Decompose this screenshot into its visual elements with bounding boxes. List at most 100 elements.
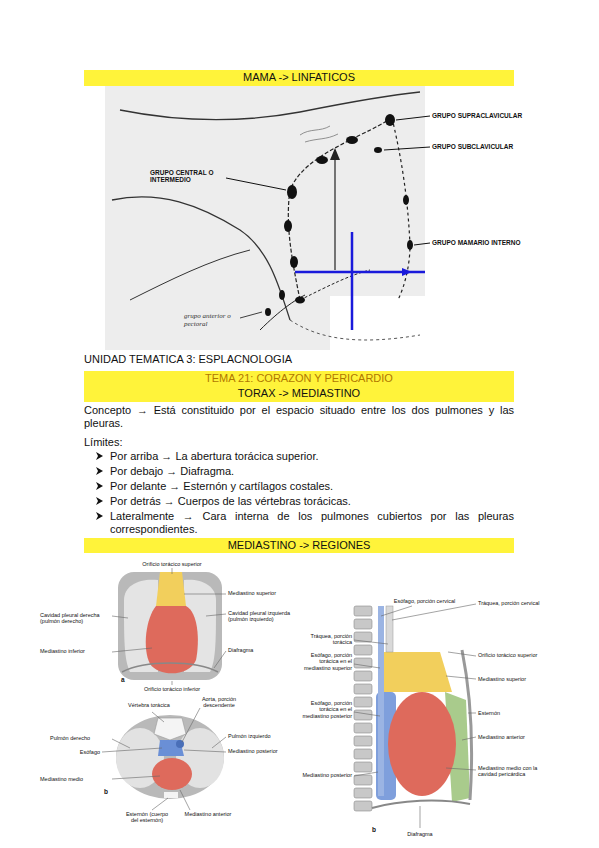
group-label: GRUPO SUBCLAVICULAR <box>432 143 552 150</box>
drawing-shape <box>354 697 372 707</box>
drawing-shape <box>290 256 298 268</box>
drawing-shape <box>316 156 328 164</box>
bullet-text: Por detrás → Cuerpos de las vértebras to… <box>110 495 514 508</box>
drawing-shape <box>279 290 285 300</box>
drawing-shape <box>354 762 372 772</box>
drawing-shape <box>354 775 372 785</box>
drawing-shape <box>206 614 226 616</box>
drawing-shape <box>240 312 262 318</box>
figure-label: Tráquea, porción cervical <box>478 600 558 606</box>
figure-label: Esófago, porción cervical <box>382 598 467 604</box>
drawing-shape <box>354 664 380 668</box>
drawing-shape <box>468 713 476 714</box>
figure-label: Orificio torácico superior <box>137 561 207 567</box>
figure-letter: b <box>372 826 382 833</box>
handwritten-note: grupo anterior o pectoral <box>184 312 242 328</box>
drawing-shape <box>396 116 430 120</box>
unit-heading: UNIDAD TEMATICA 3: ESPLACNOLOGIA <box>84 353 404 366</box>
figure-label: Mediastino medio con la cavidad pericárd… <box>478 765 550 778</box>
drawing-shape <box>354 606 372 616</box>
figure-label: Esternón (cuerpo del esternón) <box>122 811 172 824</box>
drawing-shape <box>120 92 420 120</box>
drawing-shape <box>354 645 372 655</box>
figure-label: Diafragma <box>400 831 440 837</box>
figure-label: Esternón <box>478 710 558 716</box>
band-title: TORAX -> MEDIASTINO <box>238 387 360 400</box>
drawing-shape <box>392 604 476 620</box>
drawing-shape <box>112 776 160 779</box>
drawing-shape <box>96 467 103 475</box>
drawing-shape <box>152 758 192 790</box>
drawing-shape <box>354 736 372 746</box>
drawing-shape <box>354 619 372 629</box>
drawing-shape <box>105 86 425 350</box>
figure-label: Pulmón derecho <box>50 735 110 741</box>
drawing-shape <box>354 772 378 776</box>
drawing-shape <box>265 308 271 316</box>
drawing-shape <box>403 195 409 205</box>
drawing-shape <box>287 185 297 199</box>
drawing-shape <box>446 676 476 679</box>
drawing-shape <box>176 740 184 748</box>
drawing-shape <box>462 737 476 740</box>
drawing-shape <box>96 512 103 520</box>
drawing-shape <box>378 652 452 692</box>
section-band: TEMA 21: CORAZON Y PERICARDIO <box>84 371 514 386</box>
drawing-shape <box>330 296 425 350</box>
drawing-shape <box>112 197 290 320</box>
group-label: GRUPO CENTRAL O INTERMEDIO <box>150 169 222 184</box>
drawing-shape <box>385 114 395 126</box>
drawing-shape <box>414 243 430 245</box>
drawing-shape <box>351 232 354 330</box>
section-band: TORAX -> MEDIASTINO <box>84 386 514 402</box>
drawing-shape <box>152 712 164 722</box>
figure-label: Mediastino anterior <box>178 811 238 817</box>
drawing-shape <box>402 268 412 276</box>
drawing-shape <box>374 147 382 153</box>
drawing-shape <box>112 739 130 748</box>
figure-label: Mediastino posterior <box>300 772 352 778</box>
drawing-shape <box>407 240 413 250</box>
figure-label: Pulmón izquierdo <box>228 733 298 739</box>
bullet-markers <box>96 452 103 520</box>
figure-label: Esófago <box>58 749 100 755</box>
drawing-shape <box>172 681 173 685</box>
drawing-shape <box>260 295 305 330</box>
drawing-shape <box>96 452 103 460</box>
figure-label: Mediastino posterior <box>228 748 298 754</box>
drawing-shape <box>372 801 470 808</box>
drawing-shape <box>388 692 456 796</box>
drawing-shape <box>354 710 372 720</box>
figure-letter: b <box>104 788 114 795</box>
drawing-shape <box>214 651 226 668</box>
drawing-shape <box>112 648 152 652</box>
drawing-shape <box>112 616 128 618</box>
figure-label: Cavidad pleural izquierda (pulmón izquie… <box>228 610 298 623</box>
drawing-shape <box>381 606 412 616</box>
thorax-sagittal-figure <box>354 604 476 828</box>
drawing-shape <box>378 606 384 796</box>
drawing-shape <box>154 718 186 740</box>
section-band: MEDIASTINO -> REGIONES <box>84 538 514 553</box>
group-label: GRUPO MAMARIO INTERNO <box>432 239 552 246</box>
drawing-shape <box>448 652 476 656</box>
figure-label: Mediastino anterior <box>478 734 558 740</box>
figure-label: Cavidad pleural derecha (pulmón derecho) <box>40 612 110 625</box>
drawing-shape <box>354 640 388 644</box>
figure-label: Mediastino medio <box>40 776 110 782</box>
lymphatic-figure <box>105 86 430 350</box>
bullet-text: Por delante → Esternón y cartílagos cost… <box>110 480 514 493</box>
drawing-shape <box>152 798 168 810</box>
drawing-shape <box>212 737 226 748</box>
drawing-shape <box>184 750 226 752</box>
drawing-shape <box>118 572 222 680</box>
figure-label: Esófago, porción torácica en el mediasti… <box>300 652 352 671</box>
band-title: TEMA 21: CORAZON Y PERICARDIO <box>205 372 393 385</box>
figure-label: Aorta, porción descendente <box>190 696 248 709</box>
drawing-shape <box>122 663 218 672</box>
drawing-shape <box>354 604 476 828</box>
figure-label: Orificio torácico superior <box>478 652 558 658</box>
drawing-shape <box>354 723 372 733</box>
drawing-shape <box>172 568 173 574</box>
